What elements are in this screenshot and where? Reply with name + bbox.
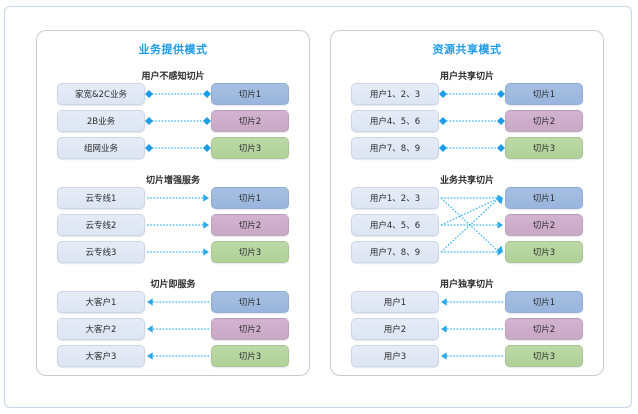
slice-box[interactable]: 切片1 [505, 187, 583, 209]
diagram-row: 大客户1 切片1 [37, 291, 309, 313]
source-box[interactable]: 用户1、2、3 [351, 187, 439, 209]
group-service-shared-slice: 业务共享切片用户1、2、3 切片1 用户4、5、6 切片2 用户7、8、9 切片3 [331, 173, 603, 267]
connector-arrow [439, 137, 505, 159]
source-box[interactable]: 大客户2 [57, 318, 145, 340]
source-box[interactable]: 组网业务 [57, 137, 145, 159]
group-rows: 用户1、2、3 切片1 用户4、5、6 切片2 用户7、8、9 切片3 [331, 187, 603, 267]
source-box[interactable]: 云专线1 [57, 187, 145, 209]
slice-box[interactable]: 切片2 [211, 318, 289, 340]
slice-box[interactable]: 切片3 [211, 137, 289, 159]
connector-arrow [145, 345, 211, 367]
connector-arrow [145, 187, 211, 209]
connector-mesh [439, 187, 505, 267]
group-label: 用户不感知切片 [141, 72, 205, 82]
source-box[interactable]: 2B业务 [57, 110, 145, 132]
slice-box[interactable]: 切片2 [211, 214, 289, 236]
slice-box[interactable]: 切片1 [211, 83, 289, 105]
diagram-row: 用户4、5、6 切片2 [331, 214, 603, 236]
source-box[interactable]: 用户7、8、9 [351, 241, 439, 263]
diagram-row: 组网业务 切片3 [37, 137, 309, 159]
slice-box[interactable]: 切片2 [505, 318, 583, 340]
diagram-row: 用户1、2、3 切片1 [331, 187, 603, 209]
slice-box[interactable]: 切片3 [211, 345, 289, 367]
group-label: 用户共享切片 [439, 72, 494, 82]
diagram-row: 用户2 切片2 [331, 318, 603, 340]
group-slice-as-a-service: 切片即服务大客户1 切片1 大客户2 切片2 大客户3 切片3 [37, 277, 309, 371]
panel-title: 资源共享模式 [432, 43, 502, 56]
group-rows: 家宽&2C业务 切片1 2B业务 切片2 组网业务 切片3 [37, 83, 309, 163]
connector-arrow [145, 318, 211, 340]
connector-arrow [145, 291, 211, 313]
source-box[interactable]: 云专线2 [57, 214, 145, 236]
group-rows: 大客户1 切片1 大客户2 切片2 大客户3 切片3 [37, 291, 309, 371]
slice-box[interactable]: 切片1 [505, 83, 583, 105]
slice-box[interactable]: 切片1 [505, 291, 583, 313]
connector-arrow [145, 110, 211, 132]
diagram-row: 用户1、2、3 切片1 [331, 83, 603, 105]
group-rows: 云专线1 切片1 云专线2 切片2 云专线3 切片3 [37, 187, 309, 267]
source-box[interactable]: 大客户3 [57, 345, 145, 367]
group-label: 切片即服务 [150, 280, 196, 290]
diagram-row: 云专线1 切片1 [37, 187, 309, 209]
diagram-row: 大客户3 切片3 [37, 345, 309, 367]
source-box[interactable]: 用户3 [351, 345, 439, 367]
source-box[interactable]: 用户1 [351, 291, 439, 313]
source-box[interactable]: 用户4、5、6 [351, 214, 439, 236]
slice-box[interactable]: 切片2 [211, 110, 289, 132]
diagram-row: 用户1 切片1 [331, 291, 603, 313]
connector-arrow [145, 214, 211, 236]
source-box[interactable]: 用户1、2、3 [351, 83, 439, 105]
connector-arrow [439, 291, 505, 313]
diagram-row: 云专线3 切片3 [37, 241, 309, 263]
slice-box[interactable]: 切片3 [505, 241, 583, 263]
connector-arrow [439, 83, 505, 105]
diagram-row: 家宽&2C业务 切片1 [37, 83, 309, 105]
connector-arrow [439, 345, 505, 367]
group-slice-enhanced-service: 切片增强服务云专线1 切片1 云专线2 切片2 云专线3 切片3 [37, 173, 309, 267]
source-box[interactable]: 用户2 [351, 318, 439, 340]
source-box[interactable]: 家宽&2C业务 [57, 83, 145, 105]
slice-box[interactable]: 切片1 [211, 291, 289, 313]
connector-arrow [145, 241, 211, 263]
diagram-row: 用户7、8、9 切片3 [331, 241, 603, 263]
diagram-row: 用户4、5、6 切片2 [331, 110, 603, 132]
group-user-unaware-slicing: 用户不感知切片家宽&2C业务 切片1 2B业务 切片2 组网业务 切片3 [37, 69, 309, 163]
source-box[interactable]: 用户4、5、6 [351, 110, 439, 132]
slice-box[interactable]: 切片3 [505, 345, 583, 367]
slice-box[interactable]: 切片2 [505, 110, 583, 132]
connector-arrow [145, 83, 211, 105]
group-label: 用户独享切片 [439, 280, 494, 290]
diagram-row: 大客户2 切片2 [37, 318, 309, 340]
panel-title: 业务提供模式 [138, 43, 208, 56]
slice-box[interactable]: 切片3 [211, 241, 289, 263]
group-rows: 用户1、2、3 切片1 用户4、5、6 切片2 用户7、8、9 切片3 [331, 83, 603, 163]
source-box[interactable]: 用户7、8、9 [351, 137, 439, 159]
diagram-row: 云专线2 切片2 [37, 214, 309, 236]
slice-box[interactable]: 切片1 [211, 187, 289, 209]
diagram-row: 2B业务 切片2 [37, 110, 309, 132]
connector-arrow [439, 110, 505, 132]
group-user-shared-slice: 用户共享切片用户1、2、3 切片1 用户4、5、6 切片2 用户7、8、9 切片3 [331, 69, 603, 163]
group-label: 业务共享切片 [439, 176, 494, 186]
source-box[interactable]: 大客户1 [57, 291, 145, 313]
connector-arrow [145, 137, 211, 159]
slice-box[interactable]: 切片2 [505, 214, 583, 236]
group-label: 切片增强服务 [145, 176, 200, 186]
group-user-exclusive-slice: 用户独享切片用户1 切片1 用户2 切片2 用户3 切片3 [331, 277, 603, 371]
group-rows: 用户1 切片1 用户2 切片2 用户3 切片3 [331, 291, 603, 371]
source-box[interactable]: 云专线3 [57, 241, 145, 263]
slice-box[interactable]: 切片3 [505, 137, 583, 159]
diagram-row: 用户3 切片3 [331, 345, 603, 367]
diagram-row: 用户7、8、9 切片3 [331, 137, 603, 159]
connector-arrow [439, 318, 505, 340]
